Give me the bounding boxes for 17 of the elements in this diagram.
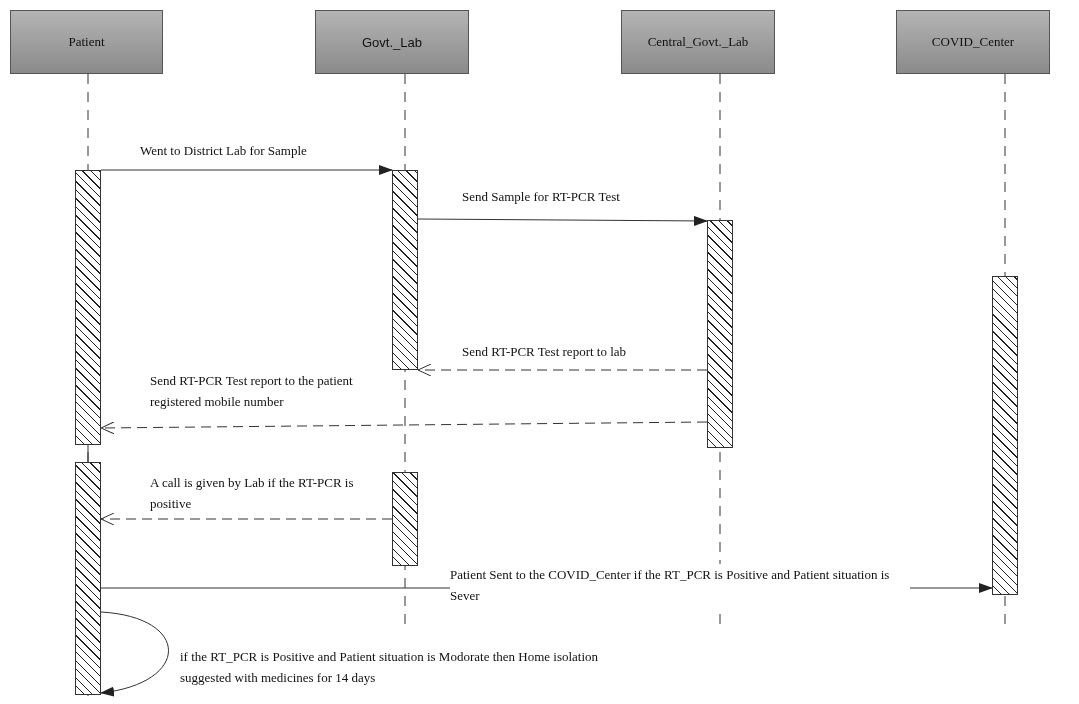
activation-bar [992, 276, 1018, 595]
lifeline-header: Patient [10, 10, 163, 74]
message-arrow [417, 215, 708, 226]
lifeline-header: COVID_Center [896, 10, 1050, 74]
message-label: Patient Sent to the COVID_Center if the RT_PCR is Positive and Patient situation is Sever [450, 564, 910, 606]
message-arrow [100, 165, 393, 175]
return-message-arrow [100, 421, 708, 435]
activation-bar [392, 170, 418, 370]
activation-bar [75, 170, 101, 445]
lifeline-header: Central_Govt._Lab [621, 10, 775, 74]
activation-bar [707, 220, 733, 448]
return-message-arrow [100, 512, 393, 526]
activation-bar [75, 462, 101, 695]
lifeline-header: Govt._Lab [315, 10, 469, 74]
activation-bar [392, 472, 418, 566]
return-message-arrow [417, 363, 708, 377]
self-message-arrow [100, 611, 169, 696]
